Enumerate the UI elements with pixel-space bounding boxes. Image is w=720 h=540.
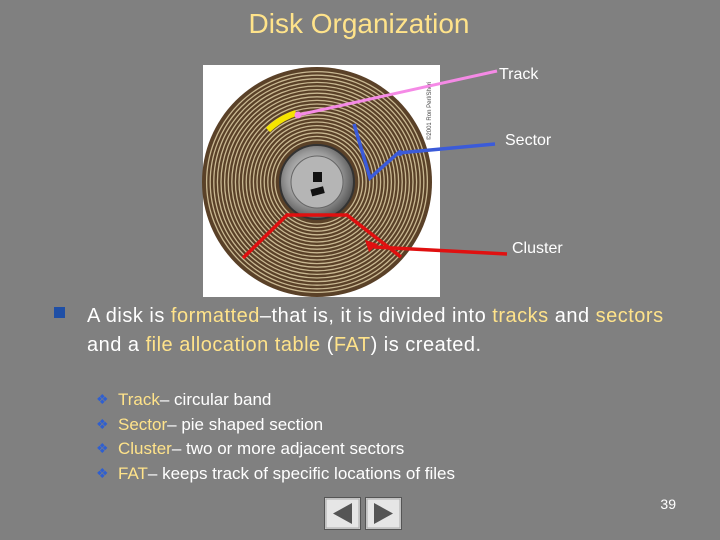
main-bullet-text: A disk is formatted–that is, it is divid… xyxy=(87,305,664,356)
triangle-right-icon xyxy=(366,498,401,529)
disk-track-ring xyxy=(270,135,364,229)
track-pointer xyxy=(297,69,498,117)
cluster-pointer xyxy=(241,213,403,260)
disk-track-ring xyxy=(252,117,382,247)
previous-slide-button[interactable] xyxy=(324,497,361,530)
disk-track-ring xyxy=(227,92,407,272)
diamond-bullet-icon: ❖ xyxy=(96,440,109,456)
slide-title: Disk Organization xyxy=(248,8,470,39)
disk-track-ring xyxy=(274,139,360,225)
diamond-bullet-icon: ❖ xyxy=(96,415,109,432)
disk-track-ring xyxy=(205,70,429,294)
disk-track-ring xyxy=(256,121,378,243)
square-bullet-icon xyxy=(54,307,65,318)
disk-track-ring xyxy=(213,78,421,286)
triangle-left-icon xyxy=(325,498,360,529)
diamond-bullet-icon: ❖ xyxy=(96,464,109,481)
disk-track-ring xyxy=(263,128,371,236)
next-slide-button[interactable] xyxy=(365,497,402,530)
disk-track-ring xyxy=(238,103,396,261)
disk-track-ring xyxy=(220,85,414,279)
cluster-callout-label: Cluster xyxy=(512,240,563,257)
disk-track-ring xyxy=(216,81,418,283)
disk-track-ring xyxy=(259,124,375,240)
sector-pointer xyxy=(352,123,400,182)
disk-track-ring xyxy=(249,114,385,250)
track-callout-label: Track xyxy=(499,66,539,83)
disk-track-ring xyxy=(231,96,403,268)
sector-callout-label: Sector xyxy=(505,132,552,149)
diamond-bullet-icon: ❖ xyxy=(96,391,109,407)
main-bullet: A disk is formatted–that is, it is divid… xyxy=(54,302,676,360)
disk-track-ring xyxy=(223,88,411,276)
image-credit: ©2001 Ron Perl/Sheri xyxy=(426,82,433,140)
page-number: 39 xyxy=(660,496,676,512)
disk-track-ring xyxy=(234,99,400,265)
disk-track-ring xyxy=(267,132,367,232)
disk-diagram: ©2001 Ron Perl/Sheri Track Sector Cluste… xyxy=(202,65,563,297)
disk-track-ring xyxy=(209,74,425,290)
disk-track-ring xyxy=(241,106,393,258)
